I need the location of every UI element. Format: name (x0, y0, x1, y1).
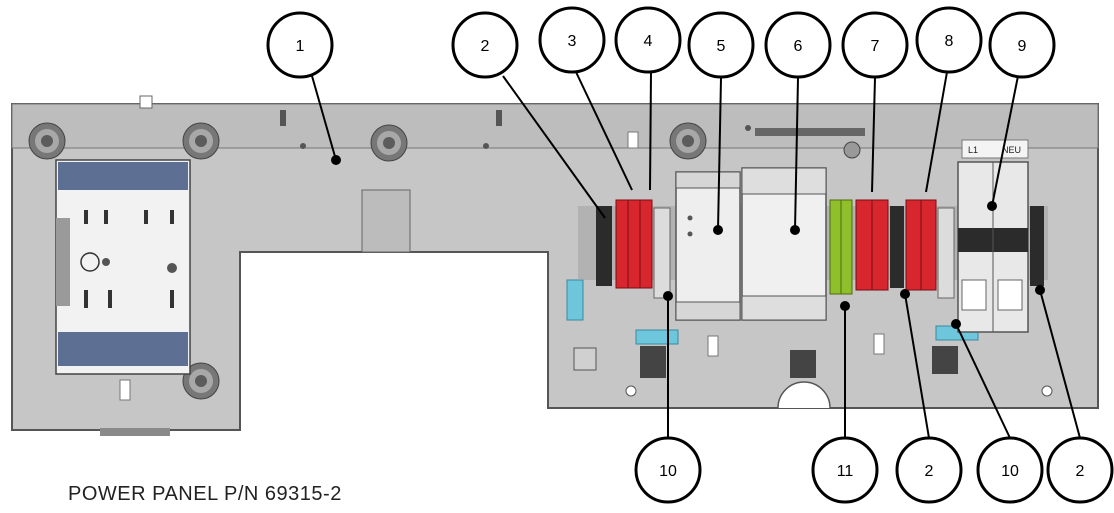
power-supply-module (675, 171, 741, 321)
callout-2-right: 2 (1046, 436, 1114, 504)
callout-6-number: 6 (794, 38, 803, 55)
leader-line-2-top (502, 75, 606, 219)
callout-10-left: 10 (634, 436, 702, 504)
end-stop (890, 206, 904, 288)
callout-1: 1 (266, 11, 334, 79)
mounting-bolts (28, 122, 707, 400)
ground-stud (843, 141, 861, 159)
callout-6: 6 (764, 11, 832, 79)
callout-11: 11 (811, 436, 879, 504)
red-terminal-block-right (905, 199, 937, 291)
callout-10-right: 10 (976, 436, 1044, 504)
callout-10-number: 10 (659, 463, 677, 480)
leader-line-3 (575, 71, 633, 191)
leader-line-8 (925, 71, 948, 193)
leader-line-4 (649, 71, 652, 191)
callout-2-right-number: 2 (1076, 463, 1085, 480)
callout-5: 5 (687, 11, 755, 79)
diagram-caption: POWER PANEL P/N 69315-2 (68, 483, 342, 505)
red-terminal-block-left (615, 199, 653, 289)
callout-7: 7 (841, 11, 909, 79)
end-bracket (653, 207, 671, 299)
green-ground-terminals (829, 199, 853, 295)
cable-gland (573, 347, 597, 371)
callout-9-number: 9 (1018, 38, 1027, 55)
cable-gland (790, 350, 816, 378)
callout-2-mid: 2 (895, 436, 963, 504)
slot-marker (119, 379, 131, 401)
slot-marker (707, 335, 719, 357)
callout-11-number: 11 (837, 463, 854, 480)
leader-line-9 (991, 75, 1019, 207)
end-stop (596, 206, 612, 286)
controller-module (741, 167, 827, 321)
neu-label: NEU (1002, 145, 1021, 155)
panel-top-tab (139, 95, 153, 109)
top-connector-row (755, 128, 865, 136)
callout-9: 9 (988, 11, 1056, 79)
leader-dots (331, 155, 1045, 329)
panel-center-cutout-tab (361, 189, 411, 253)
callout-5-number: 5 (717, 38, 726, 55)
slot-marker (873, 333, 885, 355)
callout-2-number: 2 (481, 38, 490, 55)
callout-7-number: 7 (871, 38, 880, 55)
callout-1-number: 1 (296, 38, 305, 55)
left-relay-board (55, 159, 191, 375)
leader-line-1 (311, 75, 337, 161)
leader-line-7 (871, 77, 876, 193)
panel-hole (1041, 385, 1053, 397)
cable-gland (932, 346, 958, 374)
callout-3: 3 (538, 6, 606, 74)
panel-bottom-tab (100, 428, 170, 436)
callout-10-right-number: 10 (1001, 463, 1019, 480)
cable-gland (640, 346, 666, 378)
breaker-label-strip (961, 139, 1029, 159)
top-screws (280, 110, 751, 149)
callout-8: 8 (915, 6, 983, 74)
leader-line-10-right (955, 323, 1011, 439)
callout-8-number: 8 (945, 33, 954, 50)
leader-line-5 (717, 77, 722, 231)
callouts: 1 2 3 4 5 6 7 8 (266, 6, 1114, 504)
leader-lines (311, 71, 1081, 439)
panel-notch (777, 381, 831, 409)
callout-2-mid-number: 2 (925, 463, 934, 480)
end-bracket (937, 207, 955, 299)
end-stop (1030, 206, 1044, 286)
l1-label: L1 (968, 145, 978, 155)
panel-hole (625, 385, 637, 397)
warning-label (635, 329, 679, 345)
red-terminal-block-center (855, 199, 889, 291)
slot-marker (627, 131, 639, 149)
leader-line-2-right (1039, 289, 1081, 439)
callout-4: 4 (614, 6, 682, 74)
callout-4-number: 4 (644, 33, 653, 50)
circuit-breaker (957, 161, 1029, 333)
callout-2-top: 2 (451, 11, 519, 79)
leader-line-6 (794, 77, 799, 231)
leader-line-2-mid (904, 293, 930, 439)
warning-label (566, 279, 584, 321)
callout-3-number: 3 (568, 33, 577, 50)
